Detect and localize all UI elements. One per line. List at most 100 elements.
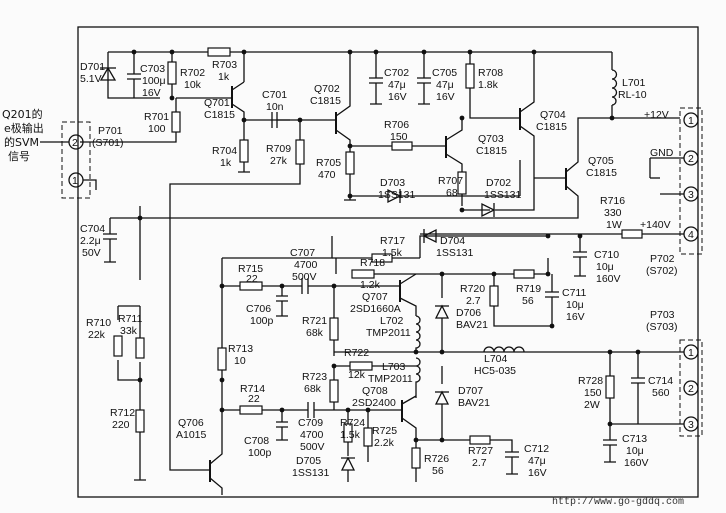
d702-value: 1SS131 — [484, 189, 522, 201]
c705-label: C705 — [432, 67, 457, 79]
r725-value: 2.2k — [374, 437, 395, 449]
p702-sub: (S702) — [646, 265, 678, 277]
l702-value: TMP2011 — [366, 327, 411, 339]
plus140v-label: +140V — [640, 219, 671, 231]
q703-value: C1815 — [476, 145, 507, 157]
r720-symbol — [489, 285, 499, 307]
d701-label: D701 — [80, 61, 105, 73]
d702-symbol — [481, 202, 496, 218]
r701-symbol — [171, 111, 181, 133]
c705-symbol — [417, 52, 431, 105]
q703-leads — [445, 118, 463, 172]
q702-value: C1815 — [310, 95, 341, 107]
r722-label: R722 — [344, 347, 369, 359]
r708-value: 1.8k — [478, 79, 499, 91]
c710-voltage: 160V — [596, 273, 621, 285]
c709-value: 4700 — [300, 429, 324, 441]
r728-value: 150 — [584, 387, 602, 399]
c708-value: 100p — [248, 447, 272, 459]
r716-label: R716 — [600, 195, 625, 207]
r713-label: R713 — [228, 343, 253, 355]
c708-symbol — [276, 410, 288, 441]
r706-label: R706 — [384, 119, 409, 131]
q701-value: C1815 — [204, 109, 235, 121]
r708-symbol — [465, 63, 475, 89]
q705-value: C1815 — [586, 167, 617, 179]
c707-value: 4700 — [294, 259, 318, 271]
c712-value: 47μ — [528, 455, 546, 467]
r718-label: R718 — [360, 257, 385, 269]
r716-power: 1W — [606, 219, 622, 231]
c713-voltage: 160V — [624, 457, 649, 469]
r702-label: R702 — [180, 67, 205, 79]
c713-symbol — [603, 424, 617, 463]
r712-label: R712 — [110, 407, 135, 419]
c701-label: C701 — [262, 89, 287, 101]
r722-value: 12k — [348, 369, 366, 381]
input-title-2: e极输出 — [4, 121, 44, 135]
r715-value: 22 — [246, 273, 258, 285]
p703-pin2 — [683, 380, 699, 396]
r715-label: R715 — [238, 263, 263, 275]
q707-leads — [399, 273, 417, 316]
d707-value: BAV21 — [458, 397, 490, 409]
r714-symbol — [239, 405, 263, 415]
c702-value: 47μ — [388, 79, 406, 91]
d703-wire — [350, 160, 521, 197]
d703-symbol — [387, 188, 402, 204]
c710-symbol — [573, 236, 587, 277]
r702-symbol — [167, 61, 177, 85]
l703-value: TMP2011 — [368, 373, 413, 385]
r709-label: R709 — [266, 143, 291, 155]
c703-value: 100μ — [142, 75, 166, 87]
r713-symbol — [217, 347, 227, 371]
c713-value: 10μ — [626, 445, 644, 457]
c714-symbol — [631, 352, 645, 424]
r712-value: 220 — [112, 419, 130, 431]
r709-to-q706 — [169, 164, 301, 471]
r727-label: R727 — [468, 445, 493, 457]
c709-voltage: 500V — [300, 441, 325, 453]
c712-label: C712 — [524, 443, 549, 455]
q708-value: 2SD2400 — [352, 397, 396, 409]
d704-label: D704 — [440, 235, 465, 247]
r704-value: 1k — [220, 157, 232, 169]
q707-label: Q707 — [362, 291, 388, 303]
r705-symbol — [345, 151, 355, 175]
p702-pin3-num: 3 — [688, 189, 694, 201]
r719-value: 56 — [522, 295, 534, 307]
r718-symbol — [351, 269, 375, 279]
p702-pin1 — [683, 112, 699, 128]
d702-label: D702 — [486, 177, 511, 189]
d701-value: 5.1V — [80, 73, 102, 85]
c704-voltage: 50V — [82, 247, 101, 259]
junction-dots — [131, 49, 641, 443]
p701-pin2-num: 2 — [72, 137, 78, 149]
d705-bar — [341, 457, 355, 482]
c711-label: C711 — [562, 287, 586, 299]
r723-value: 68k — [304, 383, 322, 395]
r724-label: R724 — [340, 417, 365, 429]
r701-value: 100 — [148, 123, 166, 135]
r706-symbol — [391, 141, 413, 151]
r710-value: 22k — [88, 329, 106, 341]
r710-label: R710 — [86, 317, 111, 329]
r710-network — [117, 206, 141, 381]
c702-symbol — [369, 52, 383, 105]
r712-ground — [134, 432, 146, 481]
c712-symbol — [442, 439, 519, 475]
r704-ground — [238, 162, 250, 173]
r719-label: R719 — [516, 283, 541, 295]
r721-label: R721 — [302, 315, 327, 327]
r728-label: R728 — [578, 375, 603, 387]
d705-symbol — [340, 456, 356, 471]
c703-symbol — [127, 52, 141, 98]
d706-value: BAV21 — [456, 319, 488, 331]
q701-leads — [175, 81, 290, 121]
r711-value: 33k — [120, 325, 138, 337]
c704-label: C704 — [80, 223, 105, 235]
r725-symbol — [363, 427, 373, 447]
l703-label: L703 — [382, 361, 406, 373]
